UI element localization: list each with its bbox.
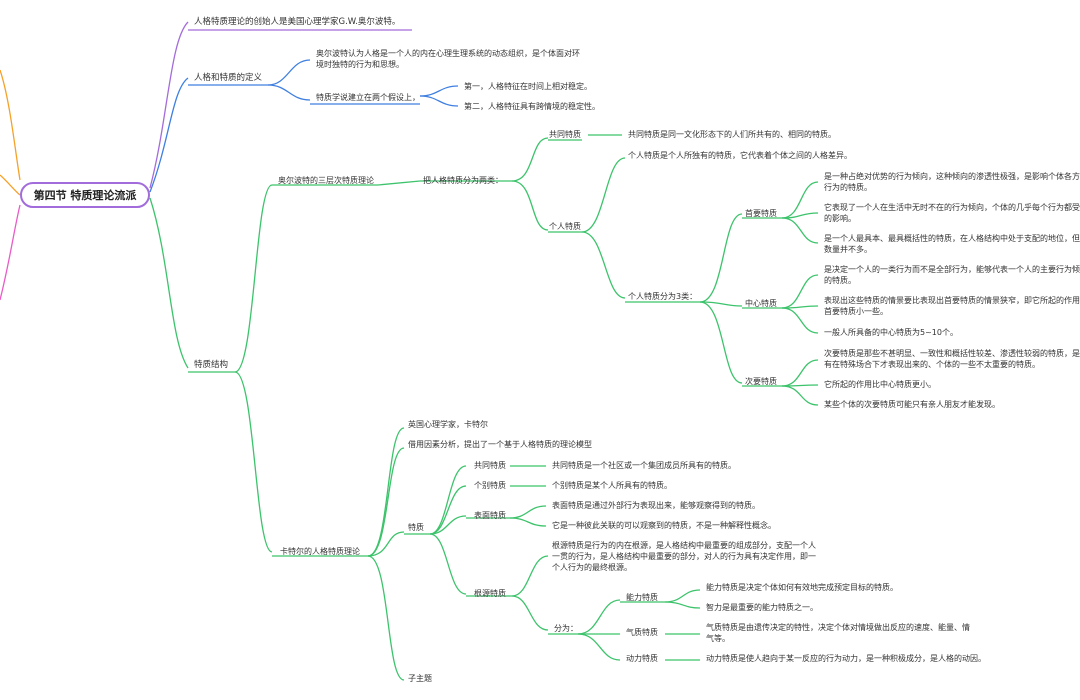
central-d3[interactable]: 一般人所具备的中心特质为5~10个。	[824, 328, 958, 337]
cattell-unique-desc[interactable]: 个别特质是某个人所具有的特质。	[552, 481, 672, 490]
hypothesis-2[interactable]: 第二，人格特征具有跨情境的稳定性。	[464, 102, 600, 111]
hypothesis-1[interactable]: 第一，人格特征在时间上相对稳定。	[464, 82, 592, 91]
allport-personal[interactable]: 个人特质	[549, 222, 581, 231]
cardinal-trait[interactable]: 首要特质	[745, 209, 777, 218]
ability-trait[interactable]: 能力特质	[626, 593, 658, 602]
cardinal-d3[interactable]: 是一个人最具本、最具概括性的特质，在人格结构中处于支配的地位，但其数量并不多。	[824, 234, 1080, 254]
definition-desc[interactable]: 奥尔波特认为人格是一个人的内在心理生理系统的动态组织，是个体面对环境时独特的行为…	[316, 49, 580, 69]
connector	[419, 95, 459, 107]
central-trait[interactable]: 中心特质	[745, 299, 777, 308]
cattell-unique[interactable]: 个别特质	[474, 481, 506, 490]
dynamic-d1[interactable]: 动力特质是使人趋向于某一反应的行为动力，是一种积极成分，是人格的动因。	[706, 654, 986, 663]
cardinal-d1[interactable]: 是一种占绝对优势的行为倾向，这种倾向的渗透性极强，是影响个体各方面行为的特质。	[824, 172, 1080, 192]
connector	[429, 485, 467, 535]
cattell-source[interactable]: 根源特质	[474, 589, 506, 598]
ability-d2[interactable]: 智力是最重要的能力特质之一。	[706, 603, 818, 612]
cattell-theory[interactable]: 卡特尔的人格特质理论	[280, 547, 360, 556]
allport-common[interactable]: 共同特质	[549, 130, 581, 139]
personal-desc[interactable]: 个人特质是个人所独有的特质，它代表着个体之间的人格差异。	[628, 151, 852, 160]
connector	[367, 447, 405, 557]
connector	[149, 77, 189, 193]
connector	[781, 385, 819, 406]
connector	[699, 301, 743, 307]
connector	[267, 59, 311, 86]
connector	[577, 633, 621, 661]
temperament-trait[interactable]: 气质特质	[626, 628, 658, 637]
secondary-d1[interactable]: 次要特质是那些不甚明显、一致性和概括性较差、渗透性较弱的特质，是只有在特殊场合下…	[824, 349, 1080, 369]
definition-hypothesis[interactable]: 特质学说建立在两个假设上，	[316, 93, 420, 102]
connector	[149, 21, 189, 189]
central-d1[interactable]: 是决定一个人的一类行为而不是全部行为，能够代表一个人的主要行为倾向的特质。	[824, 265, 1080, 285]
cattell-traits[interactable]: 特质	[408, 523, 424, 532]
topic-structure[interactable]: 特质结构	[194, 360, 229, 370]
allport-common-desc[interactable]: 共同特质是同一文化形态下的人们所共有的、相同的特质。	[628, 130, 836, 139]
dynamic-trait[interactable]: 动力特质	[626, 654, 658, 663]
connector	[781, 274, 819, 309]
source-divide[interactable]: 分为：	[554, 624, 578, 633]
topic-founder[interactable]: 人格特质理论的创始人是美国心理学家G.W.奥尔波特。	[194, 17, 401, 27]
cardinal-d2[interactable]: 它表现了一个人在生活中无时不在的行为倾向，个体的几乎每个行为都受它的影响。	[824, 203, 1080, 223]
connector	[267, 84, 311, 101]
connector	[367, 555, 405, 681]
connector	[781, 217, 819, 244]
connector	[509, 517, 547, 527]
connector	[234, 184, 273, 373]
surface-d1[interactable]: 表面特质是通过外部行为表现出来，能够观察得到的特质。	[552, 501, 760, 510]
connector	[429, 515, 467, 535]
connector	[377, 180, 421, 186]
root-title: 第四节 特质理论流派	[33, 189, 137, 202]
connector	[149, 197, 189, 369]
connector	[781, 307, 819, 334]
connector	[0, 204, 21, 301]
connector	[0, 69, 21, 181]
topic-definition[interactable]: 人格和特质的定义	[194, 73, 263, 83]
temperament-d1[interactable]: 气质特质是由遗传决定的特性，决定个体对情境做出反应的速度、能量、情气等。	[706, 623, 970, 643]
personal-three[interactable]: 个人特质分为3类：	[628, 292, 698, 301]
subtopic[interactable]: 子主题	[408, 674, 432, 683]
allport-split[interactable]: 把人格特质分为两类：	[423, 176, 503, 185]
secondary-d2[interactable]: 它所起的作用比中心特质更小。	[824, 380, 936, 389]
secondary-trait[interactable]: 次要特质	[745, 377, 777, 386]
cattell-common-desc[interactable]: 共同特质是一个社区或一个集团成员所具有的特质。	[552, 461, 736, 470]
connector	[419, 85, 459, 97]
connector	[581, 231, 626, 299]
connector	[581, 157, 626, 233]
source-desc[interactable]: 根源特质是行为的内在根源，是人格结构中最重要的组成部分，支配一个人一贯的行为，是…	[552, 541, 816, 572]
connector	[0, 174, 21, 196]
connector	[367, 531, 405, 557]
cattell-surface[interactable]: 表面特质	[474, 511, 506, 520]
connector	[699, 213, 743, 303]
root-topic[interactable]: 第四节 特质理论流派	[20, 182, 150, 208]
cattell-common[interactable]: 共同特质	[474, 461, 506, 470]
connector	[367, 427, 405, 557]
connector	[234, 371, 273, 553]
connector	[429, 465, 467, 535]
cattell-method[interactable]: 借用因素分析，提出了一个基于人格特质的理论模型	[408, 440, 592, 449]
connector	[699, 301, 743, 384]
connector	[511, 595, 549, 631]
connector	[577, 599, 621, 635]
connector	[511, 137, 549, 182]
central-d2[interactable]: 表现出这些特质的情景要比表现出首要特质的情景狭窄，即它所起的作用比首要特质小一些…	[824, 296, 1080, 316]
secondary-d3[interactable]: 某些个体的次要特质可能只有亲人朋友才能发现。	[824, 400, 1000, 409]
cattell-who[interactable]: 英国心理学家，卡特尔	[408, 420, 488, 429]
surface-d2[interactable]: 它是一种彼此关联的可以观察到的特质，不是一种解释性概念。	[552, 521, 776, 530]
allport-theory[interactable]: 奥尔波特的三层次特质理论	[278, 176, 374, 185]
connector	[781, 359, 819, 387]
connector	[511, 555, 549, 597]
connector	[781, 181, 819, 219]
connector	[511, 180, 549, 231]
connector	[664, 589, 701, 603]
connector	[509, 505, 547, 519]
connector	[781, 212, 819, 219]
ability-d1[interactable]: 能力特质是决定个体如何有效地完成预定目标的特质。	[706, 583, 898, 592]
connector	[429, 533, 467, 595]
connector	[664, 601, 701, 609]
